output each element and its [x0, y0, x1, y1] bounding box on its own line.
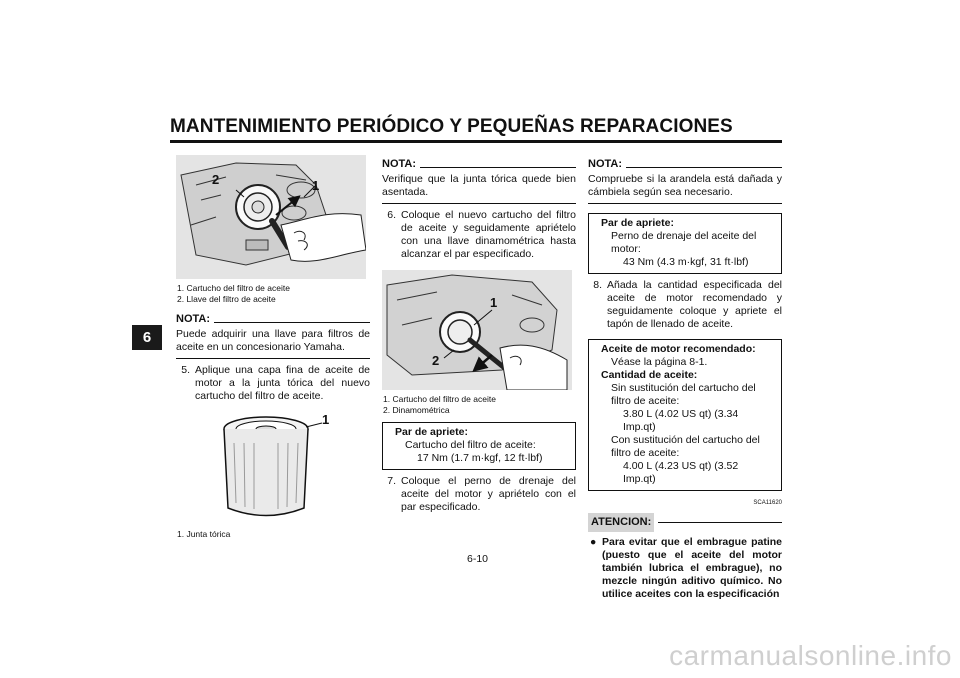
figure-callout-2: 2: [212, 172, 220, 187]
oil-with-filter-value: 4.00 L (4.23 US qt) (3.52 Imp.qt): [623, 460, 739, 485]
step-text: Aplique una capa fina de aceite de motor…: [195, 364, 370, 402]
page-number: 6-10: [467, 553, 489, 565]
caption-line: 2. Llave del filtro de aceite: [177, 294, 276, 304]
step-5: 5. Aplique una capa fina de aceite de mo…: [176, 364, 370, 403]
figure-callout-1: 1: [312, 178, 320, 193]
note-heading: NOTA:: [588, 158, 782, 171]
caution-label: ATENCION:: [588, 513, 655, 532]
note-rule: [214, 322, 370, 323]
engine-torque-illustration: [382, 270, 572, 390]
caption-line: 1. Cartucho del filtro de aceite: [383, 394, 496, 404]
oil-filter-illustration: [176, 413, 366, 525]
step-number: 5.: [181, 364, 190, 376]
note-text: Puede adquirir una llave para filtros de…: [176, 328, 370, 359]
oil-reference: Véase la página 8-1.: [611, 356, 708, 368]
title-underline: [170, 140, 782, 143]
oil-with-filter-label: Con sustitución del cartucho del filtro …: [611, 434, 760, 459]
note-text: Compruebe si la arandela está dañada y c…: [588, 173, 782, 204]
figure-callout-1: 1: [322, 413, 330, 427]
caption-line: 2. Dinamométrica: [383, 405, 450, 415]
note-rule: [626, 167, 782, 168]
note-label: NOTA:: [382, 158, 417, 170]
column-left: 2 1 1. Cartucho del filtro de aceite 2. …: [176, 155, 370, 540]
reference-code: SCA11620: [753, 500, 782, 506]
caution-text: Para evitar que el embrague patine (pues…: [602, 536, 782, 600]
step-7: 7. Coloque el perno de drenaje del aceit…: [382, 475, 576, 514]
caution-item: ● Para evitar que el embrague patine (pu…: [588, 536, 782, 601]
figure-callout-2: 2: [432, 353, 440, 368]
figure-oil-filter-cartridge: 1: [176, 413, 366, 525]
torque-heading: Par de apriete:: [601, 217, 674, 229]
torque-heading: Par de apriete:: [395, 426, 468, 438]
note-label: NOTA:: [176, 313, 211, 325]
figure-caption: 1. Cartucho del filtro de aceite 2. Dina…: [382, 394, 576, 416]
torque-item: Perno de drenaje del aceite del motor:: [611, 230, 757, 255]
step-text: Coloque el nuevo cartucho del filtro de …: [401, 209, 576, 260]
oil-spec-box: Aceite de motor recomendado: Véase la pá…: [588, 339, 782, 491]
torque-spec-box: Par de apriete: Perno de drenaje del ace…: [588, 213, 782, 274]
figure-caption: 1. Cartucho del filtro de aceite 2. Llav…: [176, 283, 370, 305]
figure-caption: 1. Junta tórica: [176, 529, 370, 540]
step-text: Coloque el perno de drenaje del aceite d…: [401, 475, 576, 513]
step-text: Añada la cantidad especificada del aceit…: [607, 279, 782, 330]
page-title: MANTENIMIENTO PERIÓDICO Y PEQUEÑAS REPAR…: [170, 116, 733, 137]
figure-callout-1: 1: [490, 295, 498, 310]
figure-oil-filter-wrench: 2 1: [176, 155, 366, 279]
note-rule: [420, 167, 576, 168]
oil-without-filter-label: Sin sustitución del cartucho del filtro …: [611, 382, 756, 407]
figure-torque-wrench: 1 2: [382, 270, 572, 390]
note-label: NOTA:: [588, 158, 623, 170]
step-6: 6. Coloque el nuevo cartucho del filtro …: [382, 209, 576, 261]
oil-quantity-heading: Cantidad de aceite:: [601, 369, 698, 381]
engine-wrench-illustration: [176, 155, 366, 279]
step-number: 8.: [593, 279, 602, 291]
torque-item: Cartucho del filtro de aceite:: [405, 439, 536, 451]
oil-heading: Aceite de motor recomendado:: [601, 343, 756, 355]
caution-heading: ATENCION:: [588, 513, 782, 532]
column-middle: NOTA: Verifique que la junta tórica qued…: [382, 155, 576, 514]
bullet-icon: ●: [590, 536, 597, 548]
section-tab: 6: [132, 325, 162, 350]
torque-value: 43 Nm (4.3 m·kgf, 31 ft·lbf): [623, 256, 749, 268]
column-right: NOTA: Compruebe si la arandela está daña…: [588, 155, 782, 601]
watermark: carmanualsonline.info: [669, 640, 952, 671]
caption-line: 1. Junta tórica: [177, 529, 231, 539]
torque-spec-box: Par de apriete: Cartucho del filtro de a…: [382, 422, 576, 470]
torque-value: 17 Nm (1.7 m·kgf, 12 ft·lbf): [417, 452, 543, 464]
note-text: Verifique que la junta tórica quede bien…: [382, 173, 576, 204]
caption-line: 1. Cartucho del filtro de aceite: [177, 283, 290, 293]
note-heading: NOTA:: [382, 158, 576, 171]
note-heading: NOTA:: [176, 313, 370, 326]
caution-rule: [658, 522, 782, 523]
step-number: 6.: [387, 209, 396, 221]
step-8: 8. Añada la cantidad especificada del ac…: [588, 279, 782, 331]
step-number: 7.: [387, 475, 396, 487]
oil-without-filter-value: 3.80 L (4.02 US qt) (3.34 Imp.qt): [623, 408, 739, 433]
